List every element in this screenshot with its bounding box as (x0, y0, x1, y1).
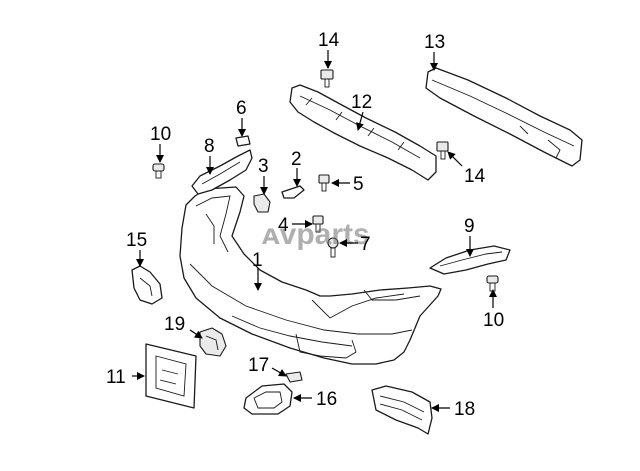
callout-14-right: 14 (464, 166, 486, 187)
callout-15: 15 (126, 230, 147, 251)
callout-1: 1 (252, 250, 263, 271)
screw-part-10-left (152, 163, 165, 179)
screw-part-10-right (486, 275, 499, 292)
callout-10-right: 10 (483, 310, 504, 331)
callout-7: 7 (360, 234, 371, 255)
bolt-part-14-right (436, 141, 449, 160)
callout-10-left: 10 (150, 124, 171, 145)
callout-13: 13 (424, 32, 445, 53)
bumper-reinforcement-part (425, 67, 583, 167)
callout-5: 5 (353, 174, 364, 195)
callout-19: 19 (164, 314, 185, 335)
fog-cover-part-16 (243, 383, 293, 415)
callout-18: 18 (454, 399, 475, 420)
screw-part-7 (327, 237, 339, 258)
retainer-part (253, 193, 271, 213)
sensor-part-19 (199, 327, 227, 357)
clip-part-17 (285, 371, 303, 383)
license-bracket-part-11 (145, 343, 197, 409)
side-bracket-right-part (429, 245, 511, 275)
callout-12: 12 (351, 92, 372, 113)
bolt-part-4 (312, 215, 324, 233)
bolt-part-14-top (320, 69, 334, 88)
bolt-part-5 (318, 174, 330, 192)
bumper-cover-part (179, 186, 442, 365)
leader-lines (132, 50, 497, 412)
callout-6: 6 (236, 98, 247, 119)
callout-14-top: 14 (318, 30, 340, 51)
grille-part-18 (371, 385, 433, 435)
callout-11: 11 (106, 367, 126, 388)
clip-part (235, 135, 251, 147)
callout-labels: 1 2 3 4 5 6 7 8 9 10 10 11 12 13 14 14 1… (106, 30, 504, 420)
watermark-logo: ᴀvparts (262, 218, 370, 251)
callout-9: 9 (464, 216, 475, 237)
callout-17: 17 (248, 355, 269, 376)
callout-8: 8 (204, 136, 215, 157)
callout-16: 16 (316, 389, 337, 410)
small-bracket-part (281, 185, 305, 199)
callout-3: 3 (258, 156, 269, 177)
bracket-part-15 (131, 265, 163, 305)
callout-4: 4 (278, 215, 289, 236)
callout-2: 2 (291, 149, 302, 170)
